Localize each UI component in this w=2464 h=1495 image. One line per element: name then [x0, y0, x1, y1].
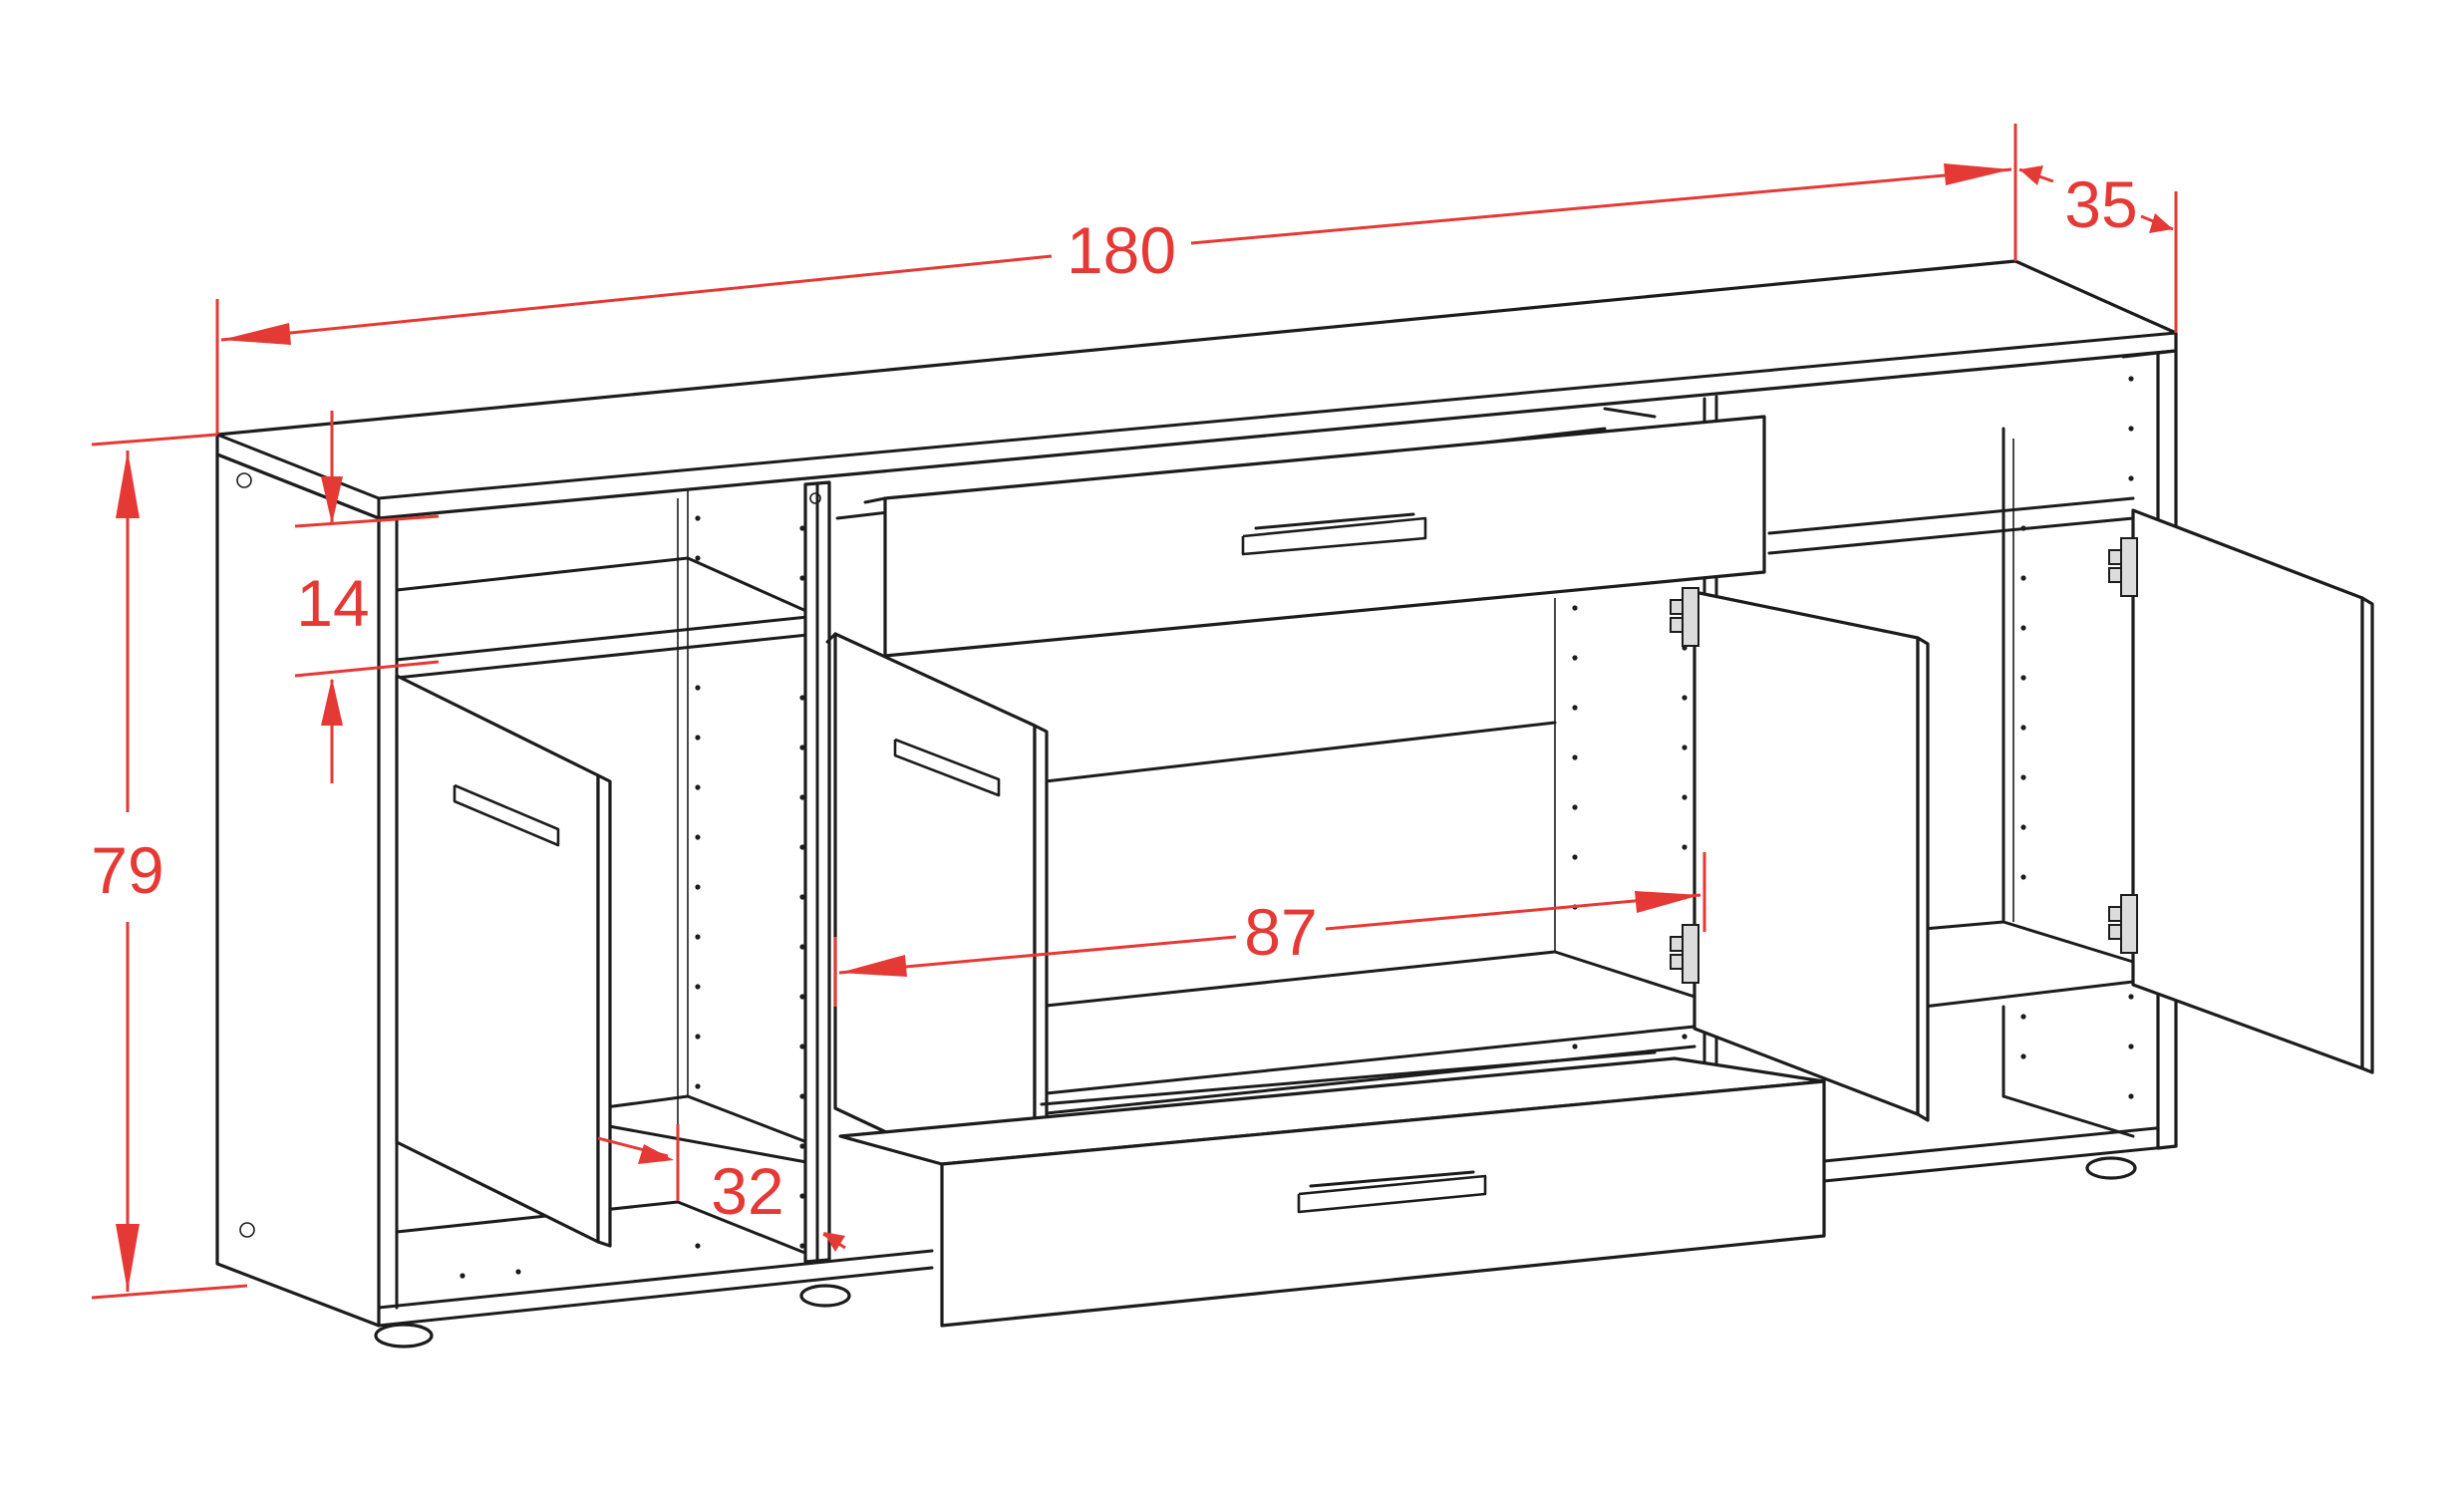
- foot: [2085, 1156, 2137, 1180]
- middle-left-door-handle[interactable]: [893, 738, 1001, 797]
- left-door-handle[interactable]: [453, 783, 560, 847]
- depth-dimension-label: 35: [2064, 167, 2137, 241]
- hinge: [2120, 894, 2138, 954]
- middle-left-door[interactable]: [833, 632, 1037, 1204]
- sideboard-drawing: [215, 259, 2374, 1348]
- inner-width-dimension-label: 87: [1244, 895, 1317, 969]
- left-door[interactable]: [395, 674, 600, 1244]
- middle-right-door[interactable]: [1693, 590, 1920, 1116]
- dimensions: 180 35 79 14 87: [91, 124, 2178, 1300]
- foot: [799, 1284, 851, 1308]
- right-door[interactable]: [2131, 508, 2364, 1070]
- side-depth-dimension-label: 32: [711, 1154, 783, 1228]
- height-dimension-label: 79: [91, 833, 163, 907]
- width-dimension-label: 180: [1067, 213, 1176, 287]
- foot: [374, 1323, 434, 1348]
- lower-drawer-handle[interactable]: [1297, 1174, 1487, 1214]
- hinge: [1682, 587, 1699, 647]
- hinge: [1682, 924, 1699, 984]
- upper-drawer-handle[interactable]: [1241, 516, 1427, 556]
- hinge: [2120, 537, 2138, 597]
- shelf-gap-dimension-label: 14: [296, 566, 369, 640]
